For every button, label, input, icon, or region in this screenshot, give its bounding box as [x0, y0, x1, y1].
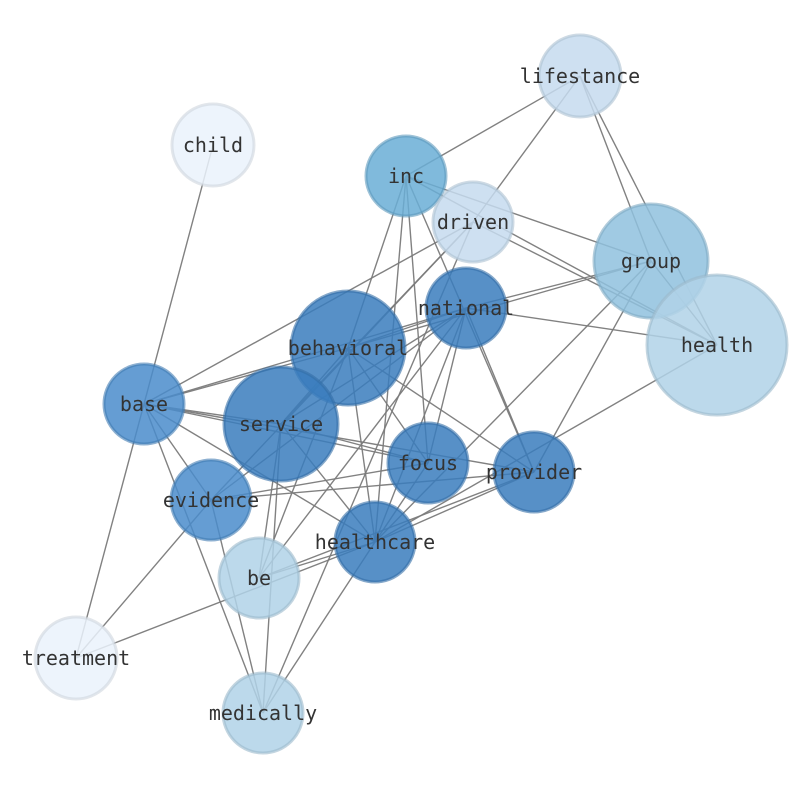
node-lifestance[interactable]	[537, 33, 623, 119]
edge-base-treatment	[75, 403, 145, 659]
node-label-inc: inc	[388, 164, 424, 188]
label-layer: lifestance child inc driven group health natio…	[22, 64, 753, 725]
node-behavioral[interactable]	[289, 289, 407, 407]
node-health[interactable]	[645, 273, 789, 417]
node-label-focus: focus	[398, 451, 458, 475]
node-label-driven: driven	[437, 210, 509, 234]
node-label-service: service	[239, 412, 323, 436]
node-medically[interactable]	[221, 671, 305, 755]
node-label-evidence: evidence	[163, 488, 259, 512]
node-label-provider: provider	[486, 460, 582, 484]
node-label-national: national	[418, 296, 514, 320]
node-inc[interactable]	[364, 134, 448, 218]
node-evidence[interactable]	[169, 458, 253, 542]
node-child[interactable]	[170, 102, 256, 188]
node-service[interactable]	[222, 365, 340, 483]
node-focus[interactable]	[386, 421, 470, 505]
node-label-child: child	[183, 133, 243, 157]
node-national[interactable]	[424, 266, 508, 350]
edge-child-base	[143, 144, 214, 405]
node-be[interactable]	[217, 536, 301, 620]
edge-base-medically	[143, 403, 264, 714]
node-label-behavioral: behavioral	[288, 336, 408, 360]
node-label-treatment: treatment	[22, 646, 130, 670]
node-healthcare[interactable]	[333, 500, 417, 584]
node-label-healthcare: healthcare	[315, 530, 435, 554]
node-base[interactable]	[102, 362, 186, 446]
node-provider[interactable]	[492, 430, 576, 514]
node-label-be: be	[247, 566, 271, 590]
node-label-lifestance: lifestance	[520, 64, 640, 88]
node-label-medically: medically	[209, 701, 317, 725]
node-layer	[33, 33, 789, 755]
node-label-group: group	[621, 249, 681, 273]
edge-provider-evidence	[210, 471, 535, 501]
node-label-health: health	[681, 333, 753, 357]
node-treatment[interactable]	[33, 615, 119, 701]
edge-national-be	[258, 307, 467, 579]
node-driven[interactable]	[431, 180, 515, 264]
node-label-base: base	[120, 392, 168, 416]
